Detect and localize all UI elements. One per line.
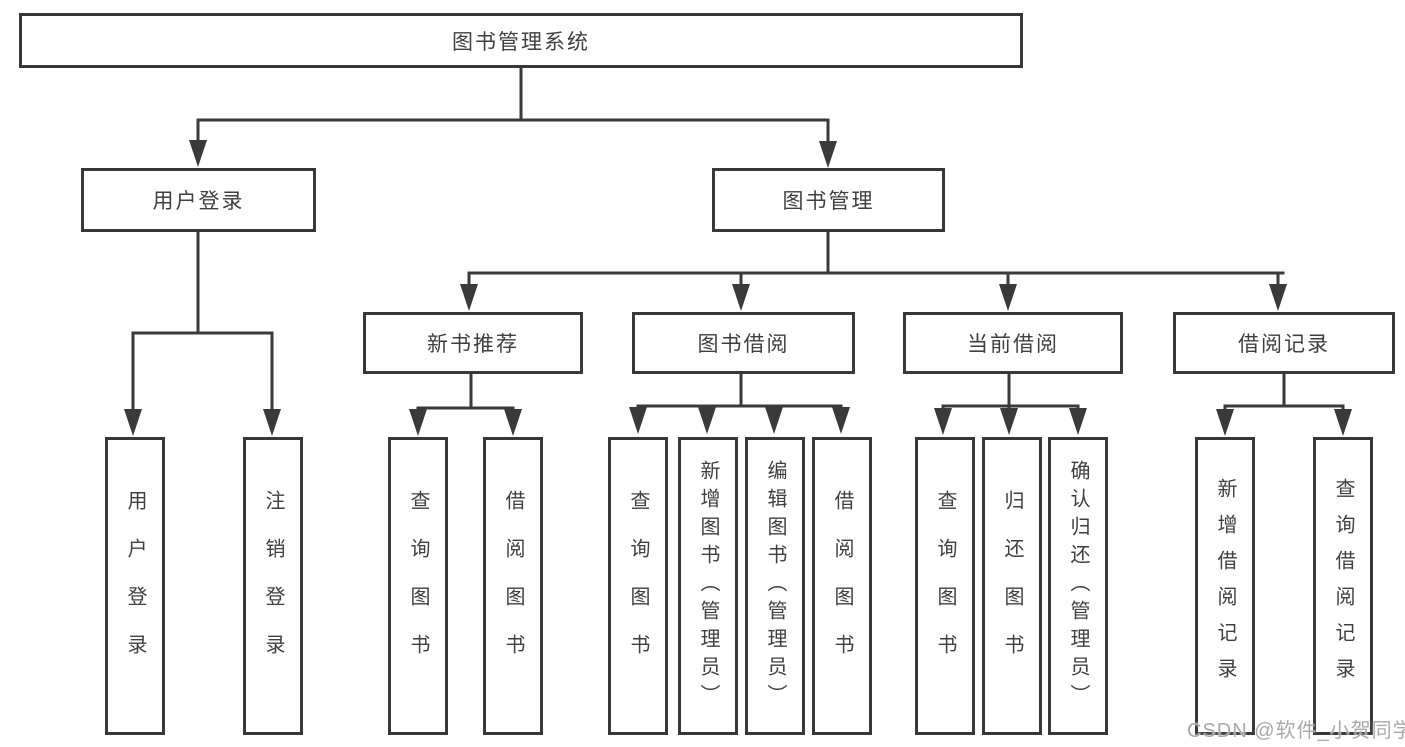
node-label: 新增图书（管理员） bbox=[697, 460, 719, 712]
node-label: 确认归还（管理员） bbox=[1067, 460, 1089, 712]
leaf-user-login: 用户登录 bbox=[105, 437, 165, 735]
leaf-confirm-return-admin: 确认归还（管理员） bbox=[1048, 437, 1108, 735]
watermark-text: CSDN @软件_小贺同学 bbox=[1187, 720, 1405, 742]
leaf-logout: 注销登录 bbox=[243, 437, 303, 735]
node-label: 查询借阅记录 bbox=[1332, 478, 1354, 694]
arrowhead-icons bbox=[124, 140, 1352, 436]
node-book-borrowing: 图书借阅 bbox=[632, 312, 855, 374]
node-book-management: 图书管理 bbox=[712, 168, 945, 232]
node-label: 用户登录 bbox=[152, 190, 245, 213]
leaf-query-books-new: 查询图书 bbox=[388, 437, 448, 735]
leaf-query-books-current: 查询图书 bbox=[915, 437, 975, 735]
node-label: 当前借阅 bbox=[967, 333, 1059, 356]
leaf-query-borrow-record: 查询借阅记录 bbox=[1313, 437, 1373, 735]
leaf-return-books: 归还图书 bbox=[982, 437, 1042, 735]
node-label: 借阅记录 bbox=[1238, 333, 1330, 356]
node-label: 图书管理 bbox=[782, 190, 875, 213]
node-label: 查询图书 bbox=[934, 490, 956, 682]
leaf-query-books-borrow: 查询图书 bbox=[608, 437, 668, 735]
node-label: 归还图书 bbox=[1001, 490, 1023, 682]
leaf-borrow-books: 借阅图书 bbox=[812, 437, 872, 735]
node-current-borrowing: 当前借阅 bbox=[903, 312, 1123, 374]
node-label: 查询图书 bbox=[627, 490, 649, 682]
node-library-management-system: 图书管理系统 bbox=[19, 13, 1023, 68]
node-label: 借阅图书 bbox=[502, 490, 524, 682]
node-label: 图书管理系统 bbox=[452, 30, 590, 54]
node-borrowing-records: 借阅记录 bbox=[1173, 312, 1395, 374]
leaf-add-borrow-record: 新增借阅记录 bbox=[1195, 437, 1255, 735]
node-user-login: 用户登录 bbox=[81, 168, 316, 232]
node-label: 注销登录 bbox=[262, 490, 284, 682]
leaf-add-books-admin: 新增图书（管理员） bbox=[678, 437, 738, 735]
leaf-borrow-books-new: 借阅图书 bbox=[483, 437, 543, 735]
node-label: 用户登录 bbox=[124, 490, 146, 682]
node-label: 新书推荐 bbox=[427, 333, 519, 356]
node-label: 查询图书 bbox=[407, 490, 429, 682]
node-label: 新增借阅记录 bbox=[1214, 478, 1236, 694]
node-label: 借阅图书 bbox=[831, 490, 853, 682]
node-new-book-recommendation: 新书推荐 bbox=[363, 312, 583, 374]
node-label: 图书借阅 bbox=[697, 333, 790, 356]
leaf-edit-books-admin: 编辑图书（管理员） bbox=[745, 437, 805, 735]
node-label: 编辑图书（管理员） bbox=[764, 460, 786, 712]
